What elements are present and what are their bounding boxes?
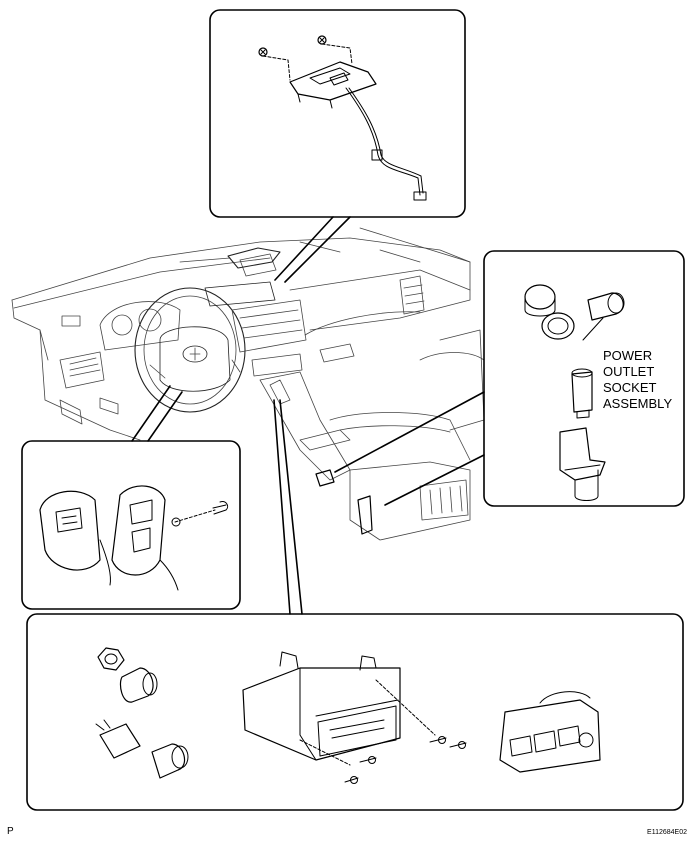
label-line-4: ASSEMBLY bbox=[603, 396, 673, 411]
right-inset-box bbox=[334, 250, 685, 507]
label-line-2: OUTLET bbox=[603, 364, 655, 379]
top-inset-box bbox=[209, 9, 466, 283]
label-line-3: SOCKET bbox=[603, 380, 657, 395]
left-inset-box bbox=[21, 385, 241, 610]
figure-code: E112684E02 bbox=[647, 829, 687, 836]
dashboard-illustration bbox=[11, 227, 485, 541]
label-line-1: POWER bbox=[603, 348, 653, 363]
bottom-inset-box bbox=[26, 399, 684, 811]
page-code: P bbox=[7, 826, 14, 837]
power-outlet-socket-assembly-label: POWER OUTLET SOCKET ASSEMBLY bbox=[603, 348, 672, 412]
